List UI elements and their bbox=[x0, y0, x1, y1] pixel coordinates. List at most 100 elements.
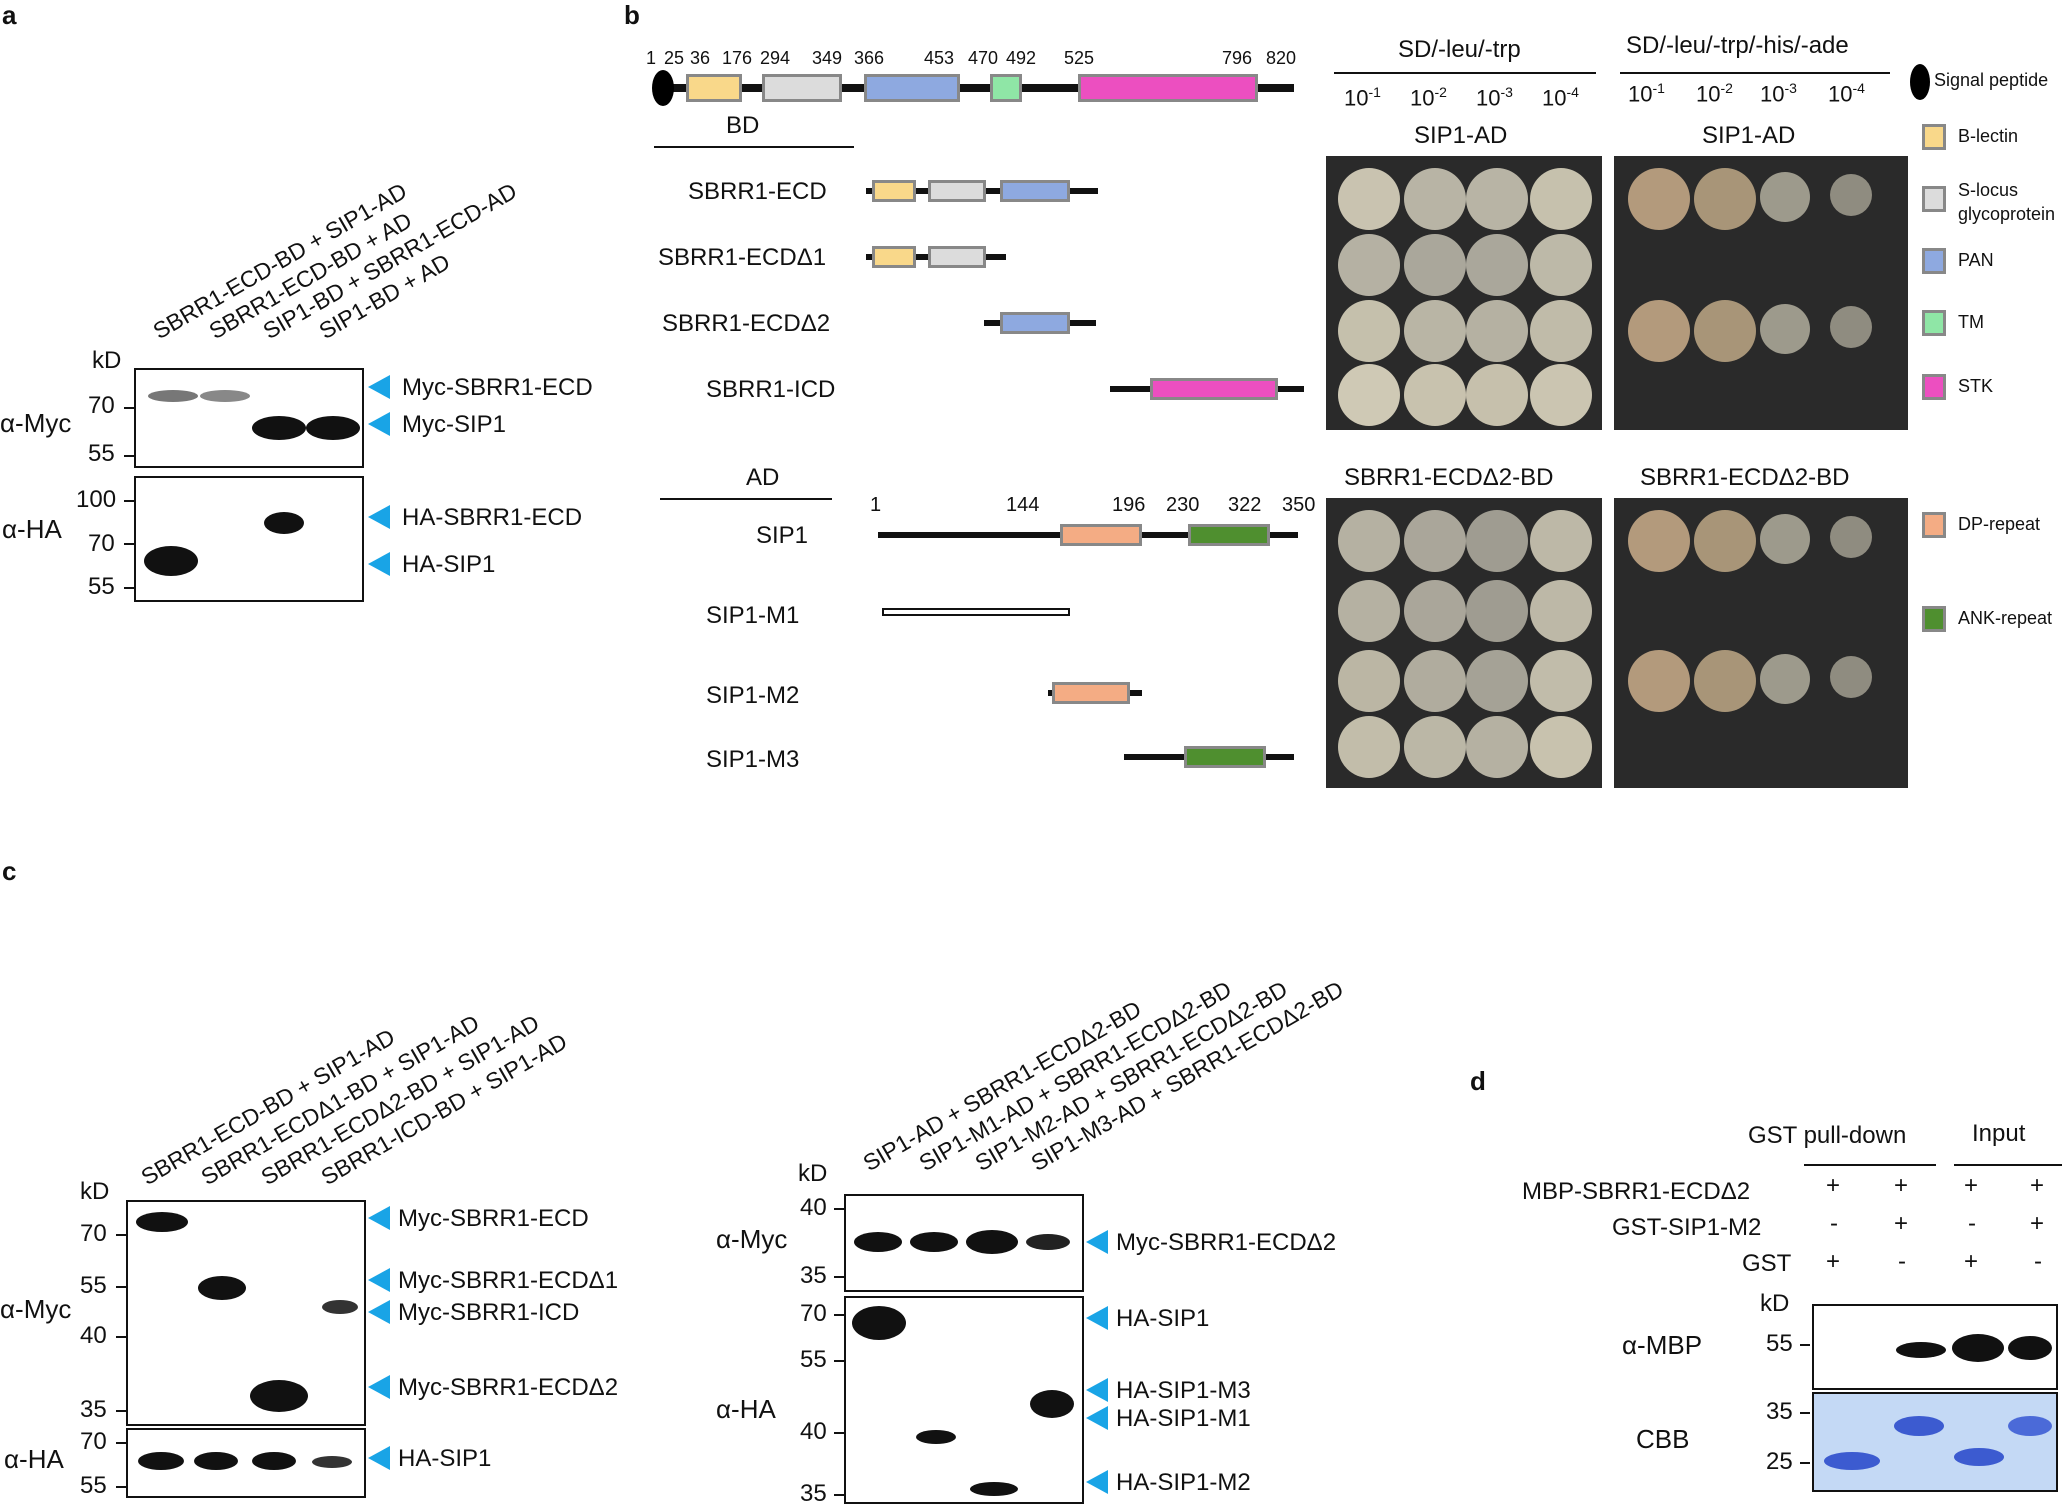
legend-label: STK bbox=[1958, 376, 1994, 396]
mw-tick bbox=[116, 1336, 126, 1338]
antibody-label-myc: α-Myc bbox=[0, 408, 72, 438]
residue-number: 820 bbox=[1266, 48, 1297, 68]
mw-tick bbox=[1800, 1462, 1810, 1464]
arrow-icon bbox=[368, 1446, 390, 1470]
band bbox=[136, 1212, 188, 1232]
residue-number: 350 bbox=[1282, 494, 1316, 516]
domain-ank-repeat bbox=[1184, 746, 1266, 768]
kd-label: kD bbox=[80, 1178, 110, 1205]
column-header: GST pull-down bbox=[1748, 1122, 1907, 1149]
domain-pan bbox=[1000, 180, 1070, 202]
yeast-spot bbox=[1628, 510, 1690, 572]
arrow-icon bbox=[368, 375, 390, 399]
construct-label: SIP1-M1 bbox=[706, 602, 800, 629]
dilution-label: 10-3 bbox=[1476, 84, 1513, 111]
domain-pan bbox=[1000, 312, 1070, 334]
signal-peptide bbox=[652, 70, 674, 106]
arrow-icon bbox=[1086, 1306, 1108, 1330]
antibody-label-myc: α-Myc bbox=[0, 1294, 72, 1324]
divider bbox=[1804, 1164, 1936, 1166]
band bbox=[1030, 1390, 1074, 1418]
arrow-icon bbox=[1086, 1230, 1108, 1254]
mw-tick-label: 100 bbox=[76, 486, 117, 513]
mw-tick bbox=[834, 1208, 844, 1210]
band bbox=[252, 1452, 296, 1470]
yeast-plate bbox=[1614, 156, 1908, 430]
panel-label-d: d bbox=[1470, 1066, 1486, 1096]
yeast-spot bbox=[1338, 510, 1400, 572]
residue-number: 1 bbox=[870, 494, 882, 516]
antibody-label-myc: α-Myc bbox=[716, 1224, 788, 1254]
residue-number: 144 bbox=[1006, 494, 1040, 516]
residue-number: 196 bbox=[1112, 494, 1146, 516]
legend-label: PAN bbox=[1958, 250, 1994, 270]
band-label: HA-SIP1-M1 bbox=[1116, 1405, 1251, 1432]
residue-number: 230 bbox=[1166, 494, 1200, 516]
legend-swatch bbox=[1922, 310, 1946, 336]
band bbox=[1824, 1452, 1880, 1470]
mw-tick bbox=[834, 1432, 844, 1434]
band-label: HA-SIP1 bbox=[402, 551, 496, 578]
band bbox=[852, 1306, 906, 1340]
mw-tick bbox=[116, 1442, 126, 1444]
band bbox=[306, 416, 360, 440]
residue-number: 366 bbox=[854, 48, 885, 68]
construct-label: SBRR1-ECDΔ2 bbox=[662, 310, 831, 337]
arrow-icon bbox=[368, 412, 390, 436]
domain-stk bbox=[1078, 74, 1258, 102]
blot-c-right-myc bbox=[844, 1194, 1084, 1292]
mw-tick-label: 35 bbox=[800, 1262, 827, 1289]
construct-label: SIP1 bbox=[756, 522, 809, 549]
arrow-icon bbox=[368, 1206, 390, 1230]
yeast-spot bbox=[1466, 650, 1528, 712]
yeast-plate bbox=[1326, 156, 1602, 430]
yeast-spot bbox=[1530, 234, 1592, 296]
band-label: Myc-SBRR1-ECDΔ2 bbox=[398, 1374, 619, 1401]
construct-bar bbox=[882, 608, 1070, 616]
band bbox=[148, 390, 198, 402]
mw-tick-label: 40 bbox=[80, 1322, 107, 1349]
mw-tick-label: 55 bbox=[88, 573, 115, 600]
domain-s-locus bbox=[762, 74, 842, 102]
plate-label: SBRR1-ECDΔ2-BD bbox=[1344, 464, 1554, 491]
residue-number: 294 bbox=[760, 48, 791, 68]
mw-tick bbox=[124, 407, 134, 409]
yeast-spot bbox=[1404, 510, 1466, 572]
plate-label: SIP1-AD bbox=[1702, 122, 1796, 149]
band-label: HA-SIP1-M2 bbox=[1116, 1469, 1251, 1496]
stain-label-cbb: CBB bbox=[1636, 1424, 1690, 1454]
yeast-spot bbox=[1466, 300, 1528, 362]
band bbox=[264, 512, 304, 534]
band bbox=[194, 1452, 238, 1470]
yeast-plate bbox=[1614, 498, 1908, 788]
band bbox=[966, 1230, 1018, 1254]
mw-tick-label: 55 bbox=[800, 1346, 827, 1373]
antibody-label-ha: α-HA bbox=[716, 1394, 776, 1424]
row-value: - bbox=[1968, 1210, 1976, 1237]
legend-swatch bbox=[1922, 606, 1946, 632]
yeast-spot bbox=[1404, 650, 1466, 712]
yeast-spot bbox=[1694, 300, 1756, 362]
residue-number: 1 bbox=[646, 48, 657, 68]
yeast-spot bbox=[1760, 304, 1810, 354]
blot-c-left-ha bbox=[126, 1428, 366, 1498]
legend-label: ANK-repeat bbox=[1958, 608, 2053, 628]
domain-tm bbox=[990, 74, 1022, 102]
divider bbox=[1620, 72, 1890, 74]
domain-s-locus bbox=[928, 180, 986, 202]
yeast-spot bbox=[1694, 168, 1756, 230]
construct-label: SIP1-M3 bbox=[706, 746, 800, 773]
mw-tick-label: 25 bbox=[1766, 1448, 1793, 1475]
panel-label-c: c bbox=[2, 856, 17, 886]
row-value: + bbox=[1894, 1210, 1909, 1237]
construct-label: SBRR1-ECDΔ1 bbox=[658, 244, 827, 271]
row-value: - bbox=[2034, 1248, 2042, 1275]
mw-tick-label: 70 bbox=[88, 392, 115, 419]
yeast-spot bbox=[1466, 510, 1528, 572]
band-label: Myc-SIP1 bbox=[402, 411, 507, 438]
band-label: HA-SIP1 bbox=[1116, 1305, 1210, 1332]
yeast-spot bbox=[1628, 300, 1690, 362]
yeast-spot bbox=[1338, 168, 1400, 230]
mw-tick-label: 70 bbox=[88, 530, 115, 557]
domain-dp-repeat bbox=[1052, 682, 1130, 704]
